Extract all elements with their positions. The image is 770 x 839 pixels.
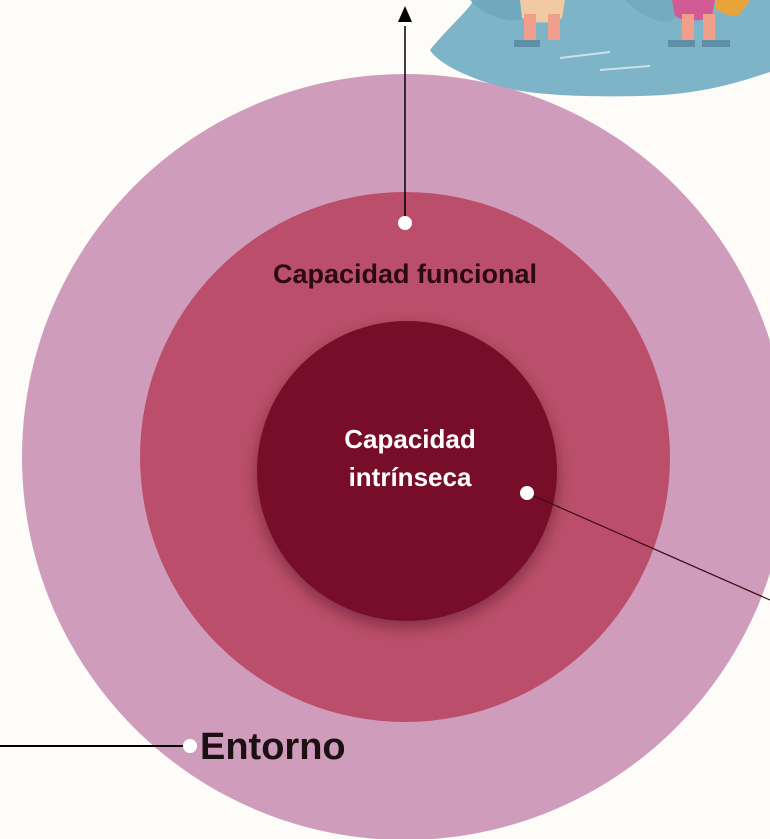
capacidad-intrinseca-circle bbox=[257, 321, 557, 621]
illustration-people-icon bbox=[430, 0, 770, 97]
dot-capacidad-intrinseca bbox=[520, 486, 534, 500]
capacidad-intrinseca-label-line2: intrínseca bbox=[348, 462, 472, 492]
capacidad-funcional-label: Capacidad funcional bbox=[272, 259, 538, 289]
dot-entorno bbox=[183, 739, 197, 753]
entorno-label: Entorno bbox=[200, 726, 346, 768]
dot-capacidad-funcional bbox=[398, 216, 412, 230]
connector-line-right bbox=[526, 492, 770, 601]
capacidad-intrinseca-label: Capacidad intrínseca bbox=[300, 420, 520, 496]
arrow-up-icon bbox=[398, 6, 412, 22]
capacidad-intrinseca-label-line1: Capacidad bbox=[344, 424, 476, 454]
